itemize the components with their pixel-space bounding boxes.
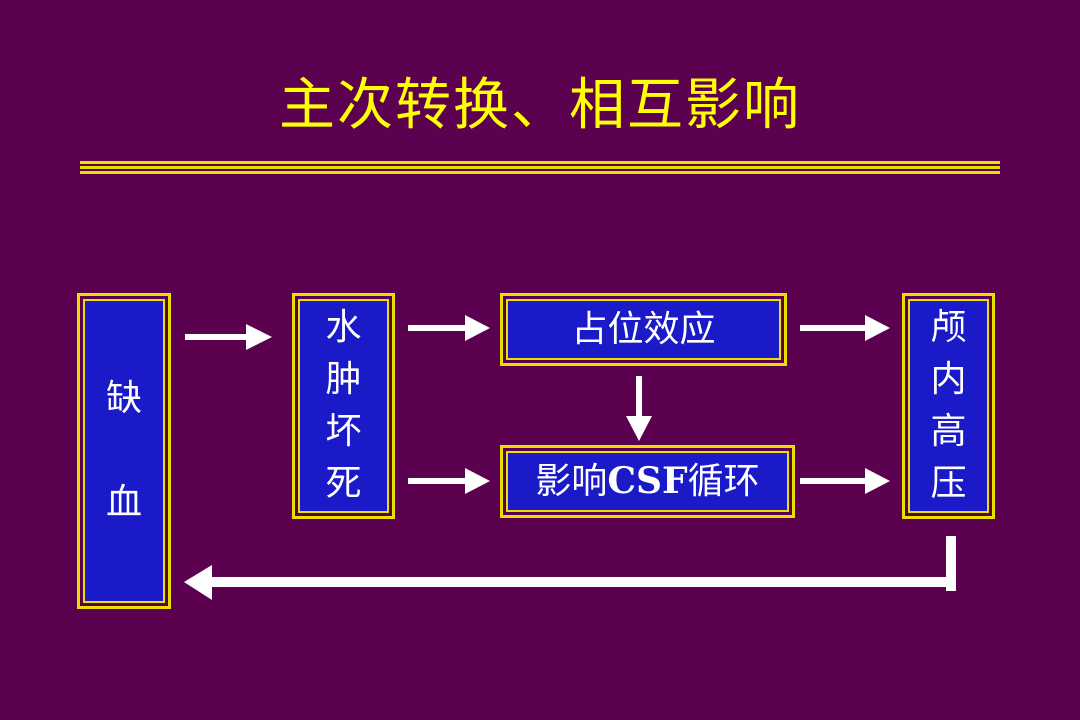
slide-title: 主次转换、相互影响 xyxy=(279,73,801,138)
csf-label-suffix: 循环 xyxy=(687,461,760,502)
box-mass-effect: 占位效应 xyxy=(500,293,787,366)
arrow-csf-to-hypertension xyxy=(800,468,890,494)
box-csf-circulation: 影响CSF循环 xyxy=(500,445,795,518)
arrow-mass-effect-to-hypertension xyxy=(800,315,890,341)
csf-label-prefix: 影响 xyxy=(535,461,608,502)
title-underline xyxy=(80,161,1000,175)
box-ischemia-label: 缺 血 xyxy=(105,378,142,523)
box-intracranial-hypertension: 颅 内 高 压 xyxy=(902,293,995,519)
box-edema-necrosis: 水 肿 坏 死 xyxy=(292,293,395,519)
arrow-edema-to-csf xyxy=(408,468,490,494)
arrow-edema-to-mass-effect xyxy=(408,315,490,341)
box-mass-effect-label: 占位效应 xyxy=(571,308,716,350)
arrow-feedback-hypertension-to-ischemia xyxy=(184,536,956,600)
box-intracranial-hypertension-label: 颅 内 高 压 xyxy=(930,307,967,504)
csf-label-bold: CSF xyxy=(607,460,688,502)
box-ischemia: 缺 血 xyxy=(77,293,171,609)
box-edema-necrosis-label: 水 肿 坏 死 xyxy=(325,307,362,504)
arrow-mass-effect-to-csf xyxy=(626,376,652,441)
arrow-ischemia-to-edema xyxy=(185,324,272,350)
box-csf-circulation-label: 影响CSF循环 xyxy=(535,461,759,502)
